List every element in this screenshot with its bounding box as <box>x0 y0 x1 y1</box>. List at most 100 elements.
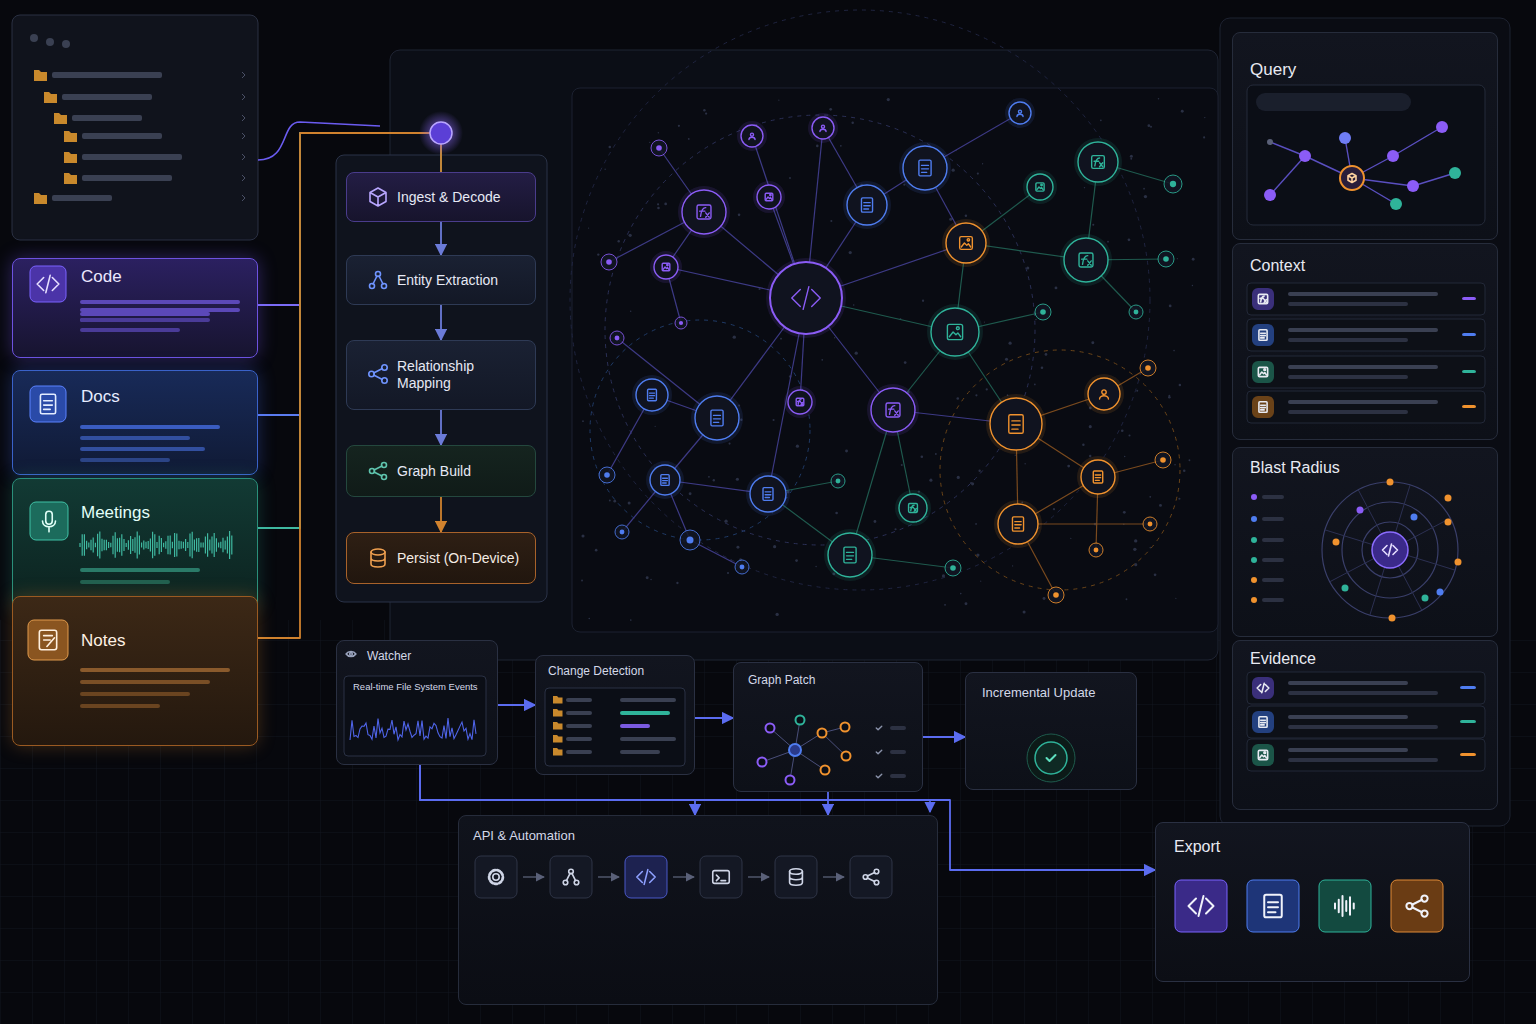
bg-dot <box>975 523 977 525</box>
connector <box>923 736 965 738</box>
bg-dot <box>733 335 736 338</box>
bg-dot <box>882 216 883 217</box>
code-icon <box>1189 896 1214 916</box>
node-halo <box>843 181 891 229</box>
bg-dot <box>1130 158 1132 160</box>
radius-spoke <box>1330 550 1390 582</box>
bg-dot <box>851 122 853 124</box>
bg-dot <box>1055 286 1058 289</box>
bg-dot <box>916 504 918 506</box>
graph-link <box>1018 524 1056 595</box>
fn-icon <box>886 403 900 417</box>
row <box>1247 391 1485 423</box>
bg-dot <box>1192 258 1195 261</box>
graph-node-core <box>687 537 694 544</box>
graph-link <box>955 312 1043 332</box>
bg-dot <box>918 490 920 492</box>
node-halo <box>1084 374 1124 414</box>
bg-dot <box>1123 511 1126 514</box>
graph-node <box>735 560 749 574</box>
graph-node <box>1155 452 1171 468</box>
text-bar <box>1288 338 1408 342</box>
folder-icon <box>553 722 563 730</box>
fn-icon <box>909 504 918 513</box>
bg-dot <box>816 145 819 148</box>
graph-node <box>615 525 629 539</box>
graph-node <box>601 254 617 270</box>
text-bar <box>82 133 162 139</box>
node-title: Entity Extraction <box>397 272 502 289</box>
stage-panel: Graph Patch <box>733 662 923 792</box>
text-bar <box>566 711 592 715</box>
text-bar <box>1262 558 1284 562</box>
bg-dot <box>944 604 946 606</box>
graph-node-core <box>1094 548 1099 553</box>
graph-node <box>847 185 887 225</box>
node-halo <box>1074 138 1122 186</box>
graph-node <box>636 379 668 411</box>
graph-node <box>1027 174 1053 200</box>
node-halo <box>927 304 983 360</box>
graph-icon <box>563 869 579 885</box>
bg-dot <box>650 579 651 580</box>
patch-node <box>758 758 767 767</box>
text-bar <box>52 195 112 201</box>
bg-dot <box>890 394 893 397</box>
radius-spoke <box>1370 550 1390 615</box>
folder-icon <box>553 709 563 717</box>
text-bar <box>1288 691 1438 695</box>
bg-dot <box>860 184 863 187</box>
fn-icon <box>1092 156 1105 169</box>
bg-dot <box>655 426 656 427</box>
text-bar <box>1460 753 1476 756</box>
bg-dot <box>595 549 598 552</box>
graph-link <box>850 410 893 555</box>
node-halo <box>1077 456 1119 498</box>
mini-link <box>1352 156 1393 178</box>
graph-node-core <box>1040 309 1046 315</box>
bg-dot <box>649 142 650 143</box>
text-bar <box>620 698 676 702</box>
graph-link <box>769 197 806 298</box>
bg-dot <box>740 419 742 421</box>
bg-dot <box>727 572 729 574</box>
node-title: Persist (On-Device) <box>397 550 523 567</box>
check-icon <box>876 774 882 778</box>
bg-dot <box>1183 470 1186 473</box>
graph-node <box>946 223 986 263</box>
text-bar <box>1288 328 1438 332</box>
graph-node-core <box>620 530 625 535</box>
user-icon <box>1100 390 1109 399</box>
icon-tile <box>1252 711 1274 733</box>
graph-node-core <box>1134 310 1139 315</box>
graph-node <box>770 262 842 334</box>
bg-dot <box>1032 178 1033 179</box>
node-halo <box>646 461 684 499</box>
bg-dot <box>581 534 584 537</box>
bg-dot <box>832 572 835 575</box>
bg-dot <box>1053 508 1055 510</box>
bg-dot <box>736 478 739 481</box>
bg-dot <box>1159 504 1162 507</box>
node-halo <box>867 384 919 436</box>
bg-dot <box>1034 384 1036 386</box>
bg-dot <box>956 397 959 400</box>
graph-node-core <box>615 336 620 341</box>
gear-icon <box>489 870 503 884</box>
graph-node <box>903 146 947 190</box>
bg-dot <box>739 558 742 561</box>
icon-tile <box>30 266 66 302</box>
graph-link <box>1016 424 1018 524</box>
update-check <box>1035 742 1067 774</box>
bg-dot <box>1179 384 1181 386</box>
bg-dot <box>1084 151 1087 154</box>
graph-node <box>654 255 678 279</box>
graph-link <box>1104 368 1148 394</box>
bg-dot <box>730 559 732 561</box>
node-halo <box>986 394 1046 454</box>
graph-link <box>850 555 953 568</box>
bg-dot <box>1045 353 1048 356</box>
bg-dot <box>724 520 727 523</box>
bg-dot <box>773 419 775 421</box>
bg-dot <box>775 613 778 616</box>
